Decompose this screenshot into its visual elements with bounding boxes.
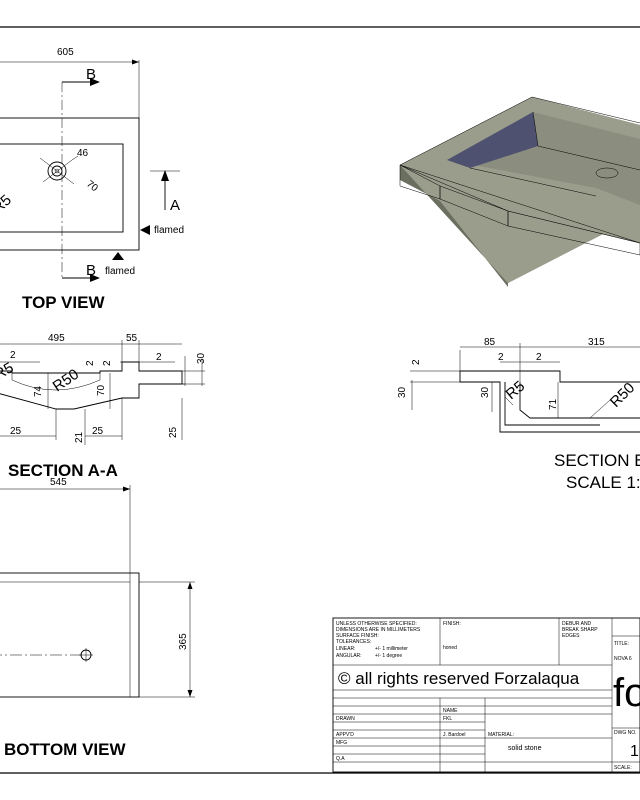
top-view-title: TOP VIEW bbox=[22, 293, 105, 312]
sec-b-dim-2b: 2 bbox=[536, 352, 542, 363]
bottom-view-outline bbox=[0, 572, 140, 698]
tb-material-label: MATERIAL: bbox=[488, 732, 514, 738]
title-block: UNLESS OTHERWISE SPECIFIED: DIMENSIONS A… bbox=[332, 617, 640, 773]
tb-scale-label: SCALE: bbox=[614, 765, 632, 771]
sec-a-dim-2b: 2 bbox=[156, 352, 162, 363]
sec-b-dim-2a: 2 bbox=[498, 352, 504, 363]
tb-note-1: UNLESS OTHERWISE SPECIFIED: bbox=[336, 621, 417, 627]
section-b-outer bbox=[459, 371, 640, 433]
tb-note-2: DIMENSIONS ARE IN MILLIMETERS bbox=[336, 627, 421, 633]
tb-qa-label: Q.A bbox=[336, 756, 345, 762]
tb-name-label: NAME bbox=[443, 708, 458, 714]
tb-note-4: TOLERANCES: bbox=[336, 639, 371, 645]
sec-b-dim-30a: 30 bbox=[397, 386, 408, 398]
basin-drain bbox=[595, 167, 619, 179]
section-b-scale: SCALE 1:5 bbox=[566, 473, 640, 492]
sec-a-dim-21: 21 bbox=[74, 431, 85, 443]
sec-b-dim-30b: 30 bbox=[480, 386, 491, 398]
tb-appvd-label: APPV'D bbox=[336, 732, 354, 738]
tb-logo: fo bbox=[613, 671, 640, 715]
tb-tol-angular: +/- 1 degree bbox=[375, 653, 402, 659]
bottom-view-title: BOTTOM VIEW bbox=[4, 740, 126, 759]
section-a-a: 495 55 2 2 2 2 30 R5 R50 74 70 25 21 25 … bbox=[0, 333, 207, 480]
top-radius-label: R5 bbox=[0, 192, 15, 217]
sec-b-dim-71: 71 bbox=[548, 398, 559, 410]
tb-note-3: SURFACE FINISH: bbox=[336, 633, 379, 639]
drain-hole-outer bbox=[47, 161, 67, 181]
tb-note-5: LINEAR: bbox=[336, 646, 355, 652]
sec-a-dim-25a: 25 bbox=[10, 426, 22, 437]
tb-deburr-1: DEBUR AND bbox=[562, 621, 592, 627]
top-view: 605 B B 46 70 R5 A flamed flamed TOP VIE… bbox=[0, 47, 184, 312]
section-a-title: SECTION A-A bbox=[8, 461, 118, 480]
sec-a-dim-2c: 2 bbox=[85, 360, 96, 366]
bottom-height-dim: 365 bbox=[178, 633, 189, 650]
hole-dim-46: 46 bbox=[77, 148, 89, 159]
sec-a-radius-r50: R50 bbox=[50, 366, 82, 395]
tb-dwg-value: 1 bbox=[630, 743, 639, 760]
hole-dim-70: 70 bbox=[84, 179, 100, 195]
sec-a-dim-70: 70 bbox=[96, 384, 107, 396]
sec-b-dim-85: 85 bbox=[484, 337, 496, 348]
section-b: 85 315 2 2 2 30 30 R5 71 R50 SECTION B- … bbox=[397, 337, 640, 492]
top-width-dim: 605 bbox=[57, 47, 74, 58]
tb-drawn-by: FKL bbox=[443, 716, 452, 722]
sec-a-dim-2d: 2 bbox=[102, 360, 113, 366]
sec-a-dim-55: 55 bbox=[126, 333, 138, 344]
sec-a-dim-30: 30 bbox=[196, 352, 207, 364]
tb-finish-value: honed bbox=[443, 645, 457, 651]
drain-hole-inner bbox=[51, 165, 63, 177]
bottom-width-dim: 545 bbox=[50, 477, 67, 488]
bottom-view: 545 365 BOTTOM VIEW bbox=[0, 477, 195, 759]
sec-b-dim-2c: 2 bbox=[411, 359, 422, 365]
sec-b-radius-r5: R5 bbox=[503, 378, 529, 403]
sec-b-radius-r50: R50 bbox=[607, 379, 638, 410]
section-b-marker-top: B bbox=[86, 66, 96, 83]
section-b-marker-bottom: B bbox=[86, 262, 96, 279]
section-a-marker: A bbox=[170, 197, 180, 214]
tb-finish-label: FINISH: bbox=[443, 621, 461, 627]
tb-mfg-label: MFG bbox=[336, 740, 347, 746]
section-a-profile bbox=[0, 361, 183, 410]
tb-title-value: NOVA 6 bbox=[614, 656, 632, 662]
sec-a-dim-2a: 2 bbox=[10, 350, 16, 361]
tb-deburr-3: EDGES bbox=[562, 633, 580, 639]
sec-b-dim-315: 315 bbox=[588, 337, 605, 348]
sec-a-dim-74: 74 bbox=[33, 385, 44, 397]
section-b-title: SECTION B- bbox=[554, 451, 640, 470]
basin-isometric bbox=[399, 96, 640, 287]
top-view-basin bbox=[0, 143, 124, 233]
basin-inner-shadow bbox=[447, 112, 538, 168]
tb-deburr-2: BREAK SHARP bbox=[562, 627, 598, 633]
tb-copyright: © all rights reserved Forzalaqua bbox=[338, 669, 580, 688]
flamed-note-side: flamed bbox=[154, 225, 184, 236]
sec-a-dim-495: 495 bbox=[48, 333, 65, 344]
tb-dwg-label: DWG NO. bbox=[614, 730, 637, 736]
flamed-note-bottom: flamed bbox=[105, 266, 135, 277]
section-b-basin bbox=[519, 382, 640, 419]
top-view-outline bbox=[0, 117, 140, 251]
tb-drawn-label: DRAWN bbox=[336, 716, 355, 722]
sec-a-radius-r5: R5 bbox=[0, 359, 17, 383]
sec-a-dim-25c: 25 bbox=[168, 426, 179, 438]
sec-a-dim-25b: 25 bbox=[92, 426, 104, 437]
tb-appvd-by: J. Bardoel bbox=[443, 732, 466, 738]
tb-title-label: TITLE: bbox=[614, 641, 629, 647]
tb-note-6: ANGULAR: bbox=[336, 653, 362, 659]
tb-tol-linear: +/- 1 millimeter bbox=[375, 646, 408, 652]
tb-material-value: solid stone bbox=[508, 745, 542, 752]
